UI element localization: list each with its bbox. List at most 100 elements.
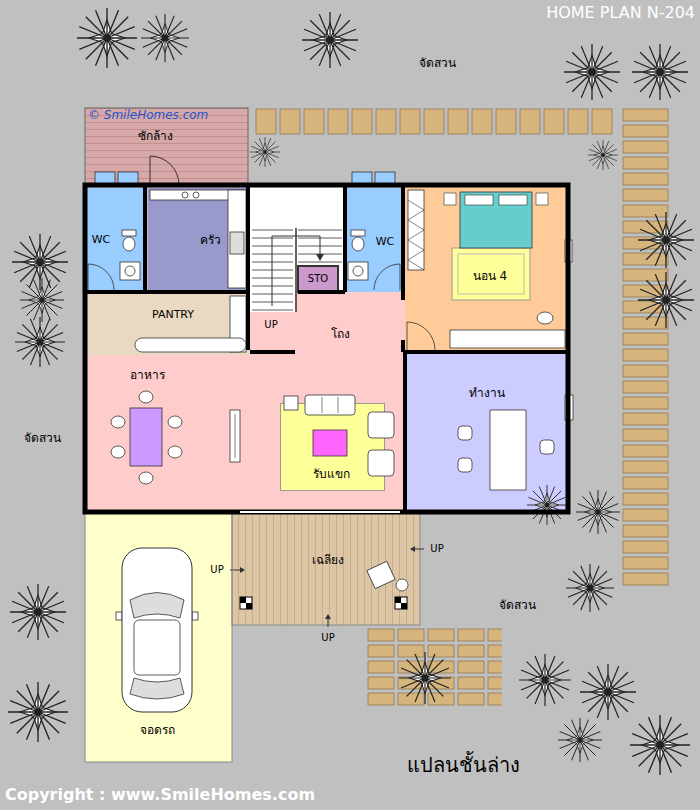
plan-title: HOME PLAN N-204 bbox=[546, 3, 695, 22]
room-label: เฉลียง bbox=[312, 553, 344, 567]
garden-trees bbox=[10, 584, 66, 640]
garden-trees bbox=[141, 14, 189, 62]
terrace-items bbox=[325, 614, 331, 619]
dining-furniture bbox=[111, 416, 125, 428]
stairs bbox=[252, 230, 342, 310]
room-label: WC bbox=[376, 235, 395, 248]
garden-trees bbox=[588, 140, 618, 170]
paving-stones bbox=[622, 108, 672, 588]
room-label: PANTRY bbox=[152, 308, 194, 321]
kitchen-fixtures bbox=[182, 192, 188, 198]
garden-trees bbox=[527, 485, 567, 525]
terrace-items bbox=[328, 619, 329, 627]
paving-stones bbox=[367, 628, 502, 708]
room-label: ทำงาน bbox=[469, 386, 505, 400]
car-drawing bbox=[85, 512, 232, 762]
kitchen-fixtures bbox=[193, 192, 199, 198]
bedroom-furniture bbox=[407, 190, 572, 350]
terrace-items bbox=[410, 546, 415, 552]
living-furniture bbox=[322, 397, 338, 413]
car-drawing bbox=[130, 678, 184, 699]
kitchen-fixtures bbox=[135, 338, 246, 352]
room-label: จอดรถ bbox=[140, 723, 175, 737]
study-furniture bbox=[490, 410, 526, 490]
garden-trees bbox=[576, 490, 620, 534]
dining-furniture bbox=[235, 414, 236, 458]
garden-trees bbox=[399, 652, 451, 704]
study-furniture bbox=[458, 426, 472, 440]
garden-trees bbox=[8, 682, 68, 742]
bedroom-furniture bbox=[452, 248, 530, 300]
terrace-items bbox=[415, 549, 424, 550]
bathroom-fixtures bbox=[352, 237, 364, 251]
room-label: WC bbox=[92, 233, 111, 246]
walls bbox=[85, 108, 248, 185]
garden-trees bbox=[20, 278, 64, 322]
terrace-items bbox=[240, 597, 246, 603]
dining-furniture bbox=[111, 391, 240, 484]
terrace-items bbox=[367, 561, 395, 588]
copyright-note: Copyright : www.SmileHomes.com bbox=[5, 785, 315, 804]
stairs bbox=[295, 228, 297, 312]
garden-trees bbox=[12, 234, 68, 290]
car-drawing bbox=[130, 593, 184, 619]
garden-trees bbox=[564, 44, 620, 100]
kitchen-fixtures bbox=[228, 190, 246, 288]
walls bbox=[240, 511, 400, 513]
storage-room: STO bbox=[298, 266, 338, 292]
living-furniture bbox=[313, 430, 347, 456]
garden-trees bbox=[630, 715, 690, 775]
bedroom-furniture bbox=[408, 200, 424, 270]
bathroom-fixtures bbox=[351, 230, 365, 236]
car-drawing bbox=[85, 512, 232, 762]
car-drawing bbox=[122, 548, 192, 712]
watermark: © SmileHomes.com bbox=[88, 108, 208, 122]
walls bbox=[85, 108, 568, 512]
room-label: ซักล้าง bbox=[138, 129, 173, 143]
paving-stones bbox=[255, 108, 615, 136]
bathroom-fixtures bbox=[120, 262, 140, 280]
garden-trees bbox=[580, 664, 636, 720]
dining-furniture bbox=[139, 391, 153, 403]
stairs bbox=[272, 236, 320, 306]
dining-furniture bbox=[139, 472, 153, 484]
terrace-items bbox=[401, 603, 407, 609]
bathroom-fixtures bbox=[125, 266, 135, 276]
bedroom-furniture bbox=[408, 190, 424, 270]
garden-label: จัดสวน bbox=[24, 431, 61, 445]
garden-trees bbox=[519, 654, 571, 706]
garden-trees bbox=[77, 8, 137, 68]
terrace-items bbox=[240, 597, 252, 609]
kitchen-fixtures bbox=[230, 232, 244, 254]
bedroom-furniture bbox=[460, 192, 532, 248]
garden-label: จัดสวน bbox=[419, 56, 456, 70]
step-up-label: UP bbox=[210, 564, 223, 576]
bedroom-furniture bbox=[536, 193, 548, 205]
kitchen-fixtures bbox=[135, 190, 246, 352]
bedroom-furniture bbox=[450, 330, 565, 348]
bathroom-fixtures bbox=[374, 264, 400, 290]
living-furniture bbox=[305, 395, 355, 415]
dining-furniture bbox=[168, 416, 182, 428]
bathroom-fixtures bbox=[123, 237, 135, 251]
garden-trees bbox=[638, 212, 694, 268]
garden-trees bbox=[558, 718, 602, 762]
car-drawing bbox=[116, 612, 122, 620]
study-furniture bbox=[458, 395, 573, 490]
room-label: โถง bbox=[331, 327, 350, 341]
terrace-items bbox=[230, 512, 424, 627]
living-furniture bbox=[284, 396, 298, 410]
bathroom-fixtures bbox=[348, 262, 368, 280]
bedroom-furniture bbox=[407, 322, 435, 350]
stairs bbox=[298, 266, 338, 292]
dining-furniture bbox=[111, 446, 125, 458]
garden-trees bbox=[632, 44, 688, 100]
garden-trees bbox=[8, 8, 694, 775]
terrace: เฉลียง bbox=[232, 512, 420, 625]
step-up-label: UP bbox=[430, 543, 443, 555]
bedroom-furniture bbox=[537, 312, 553, 324]
garden-trees bbox=[566, 564, 614, 612]
walls bbox=[85, 187, 568, 512]
garden-trees bbox=[638, 272, 694, 328]
